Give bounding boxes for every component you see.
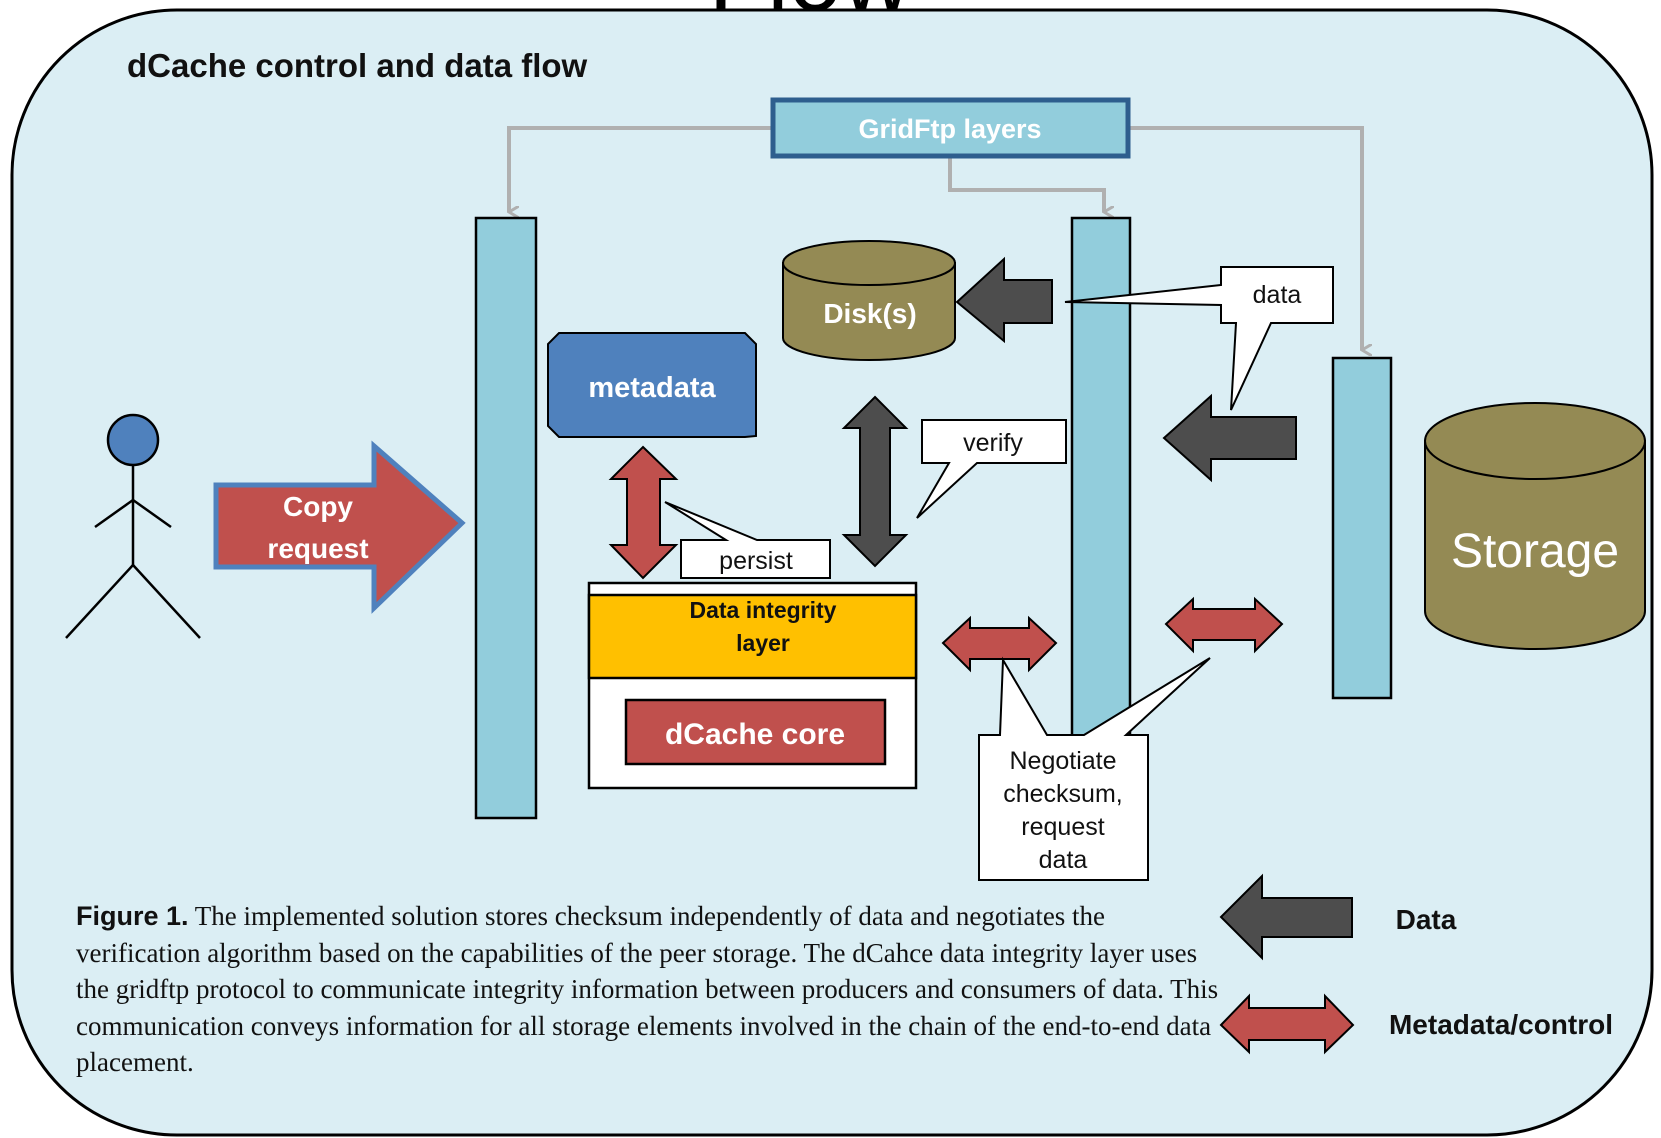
user-figure	[65, 413, 201, 639]
copy-request-arrow	[213, 440, 466, 614]
metadata-label: metadata	[588, 372, 716, 404]
verify-double-arrow	[841, 395, 909, 568]
gridftp-layers-label: GridFtp layers	[858, 114, 1041, 144]
user-head	[106, 413, 160, 467]
figure-caption: Figure 1. The implemented solution store…	[76, 898, 1226, 1081]
copy-request-line2: request	[267, 533, 368, 564]
negotiate-double-arrow-right	[1164, 596, 1284, 654]
legend-data-label: Data	[1396, 904, 1457, 935]
right-pillar	[1331, 356, 1393, 700]
verify-callout-text: verify	[963, 429, 1023, 457]
metadata-box	[547, 332, 757, 438]
data-arrow-from-storage	[1162, 393, 1297, 483]
storage-cylinder	[1424, 402, 1646, 650]
gridftp-connector-left	[507, 126, 773, 212]
data-arrow-to-disk	[955, 256, 1053, 344]
middle-pillar	[1070, 216, 1132, 785]
data-callout-text: data	[1253, 281, 1302, 309]
negotiate-line4: data	[1039, 846, 1088, 874]
negotiate-line3: request	[1021, 813, 1104, 841]
dcache-core-label: dCache core	[665, 718, 845, 751]
integrity-layer-line2: layer	[736, 630, 790, 656]
legend-metadata-label: Metadata/control	[1389, 1009, 1613, 1040]
gridftp-connector-right	[1128, 126, 1362, 350]
legend-metadata-arrow	[1219, 993, 1355, 1055]
gridftp-connector-middle	[948, 156, 1104, 212]
persist-callout-text: persist	[719, 547, 793, 575]
disk-label: Disk(s)	[823, 298, 916, 329]
diagram-title: dCache control and data flow	[127, 47, 588, 84]
negotiate-line1: Negotiate	[1009, 747, 1116, 775]
disk-cylinder	[782, 240, 956, 361]
negotiate-callout	[978, 656, 1211, 881]
data-callout	[1064, 266, 1334, 411]
verify-callout	[916, 419, 1067, 519]
gridftp-layers-box	[770, 97, 1131, 159]
persist-double-arrow	[608, 445, 679, 580]
left-pillar	[474, 216, 538, 820]
negotiate-line2: checksum,	[1003, 780, 1122, 808]
dcache-core-box	[624, 698, 887, 766]
persist-callout	[664, 501, 831, 579]
integrity-layer-line1: Data integrity	[690, 597, 837, 623]
figure-caption-label: Figure 1.	[76, 901, 189, 931]
storage-label: Storage	[1451, 525, 1619, 578]
legend-data-arrow	[1219, 873, 1353, 961]
copy-request-line1: Copy	[283, 491, 353, 522]
figure-caption-text: The implemented solution stores checksum…	[76, 901, 1219, 1077]
integrity-layer-box	[587, 593, 918, 680]
negotiate-double-arrow-left	[941, 615, 1058, 673]
